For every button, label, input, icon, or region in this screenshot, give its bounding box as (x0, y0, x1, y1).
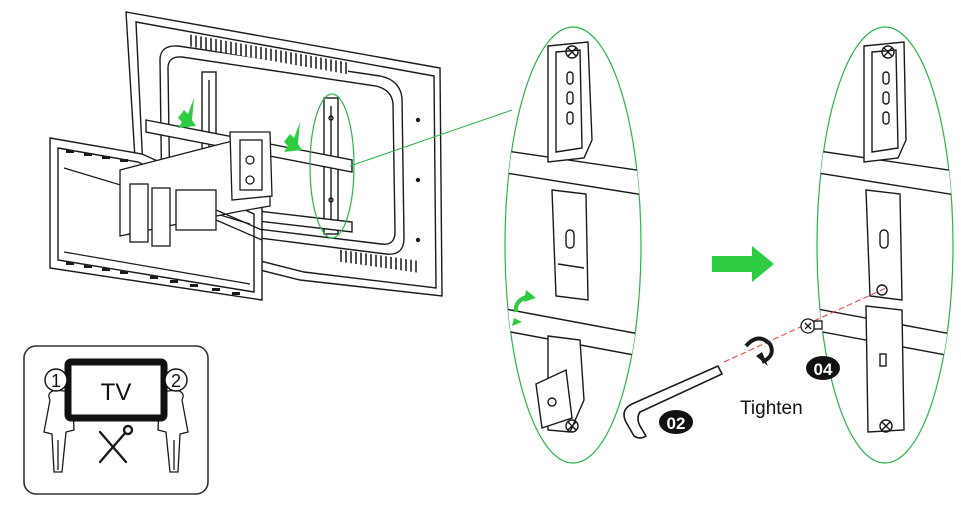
tv-screen (64, 358, 168, 422)
rail-upper (817, 149, 953, 197)
tv-vent-bottom (340, 249, 420, 274)
direction-arrow-icon (284, 122, 302, 152)
latch-closed (865, 305, 905, 433)
rail-upper (505, 149, 641, 197)
zoom-source-ellipse (309, 93, 355, 239)
rotate-arrow-icon (744, 336, 774, 366)
part-badge-04: 04 (806, 356, 840, 380)
screw-icon (800, 318, 823, 334)
person-1-label: 1 (51, 371, 61, 391)
person-2-label: 2 (171, 371, 181, 391)
insert-arrows (178, 98, 302, 152)
person-1-badge (44, 368, 68, 392)
hook-middle (551, 189, 589, 301)
wrench-icon (98, 430, 128, 464)
two-person-panel: TV 1 2 (23, 345, 209, 495)
mount-arms (119, 131, 273, 247)
tv-back-with-mount (49, 11, 513, 301)
direction-arrow-icon (178, 98, 196, 128)
tv-label: TV (101, 379, 132, 406)
rotate-arrow-icon (524, 290, 536, 302)
part-wrench-label: 02 (667, 414, 686, 433)
action-label: Tighten (740, 398, 803, 419)
hook-middle (865, 189, 903, 301)
tv-hook-bracket (863, 41, 907, 163)
part-badge-02: 02 (659, 410, 693, 434)
next-step-arrow (712, 246, 774, 282)
zoom-connector-top (349, 109, 513, 167)
tv-vent-top (188, 34, 348, 75)
person-2-badge (164, 368, 188, 392)
tv-hook-bracket (547, 41, 593, 163)
screw-guide-line (723, 287, 887, 363)
wrench-icon (623, 364, 724, 439)
part-screw-label: 04 (814, 360, 833, 379)
rail-lower (505, 307, 641, 359)
tools-icon (98, 424, 134, 464)
